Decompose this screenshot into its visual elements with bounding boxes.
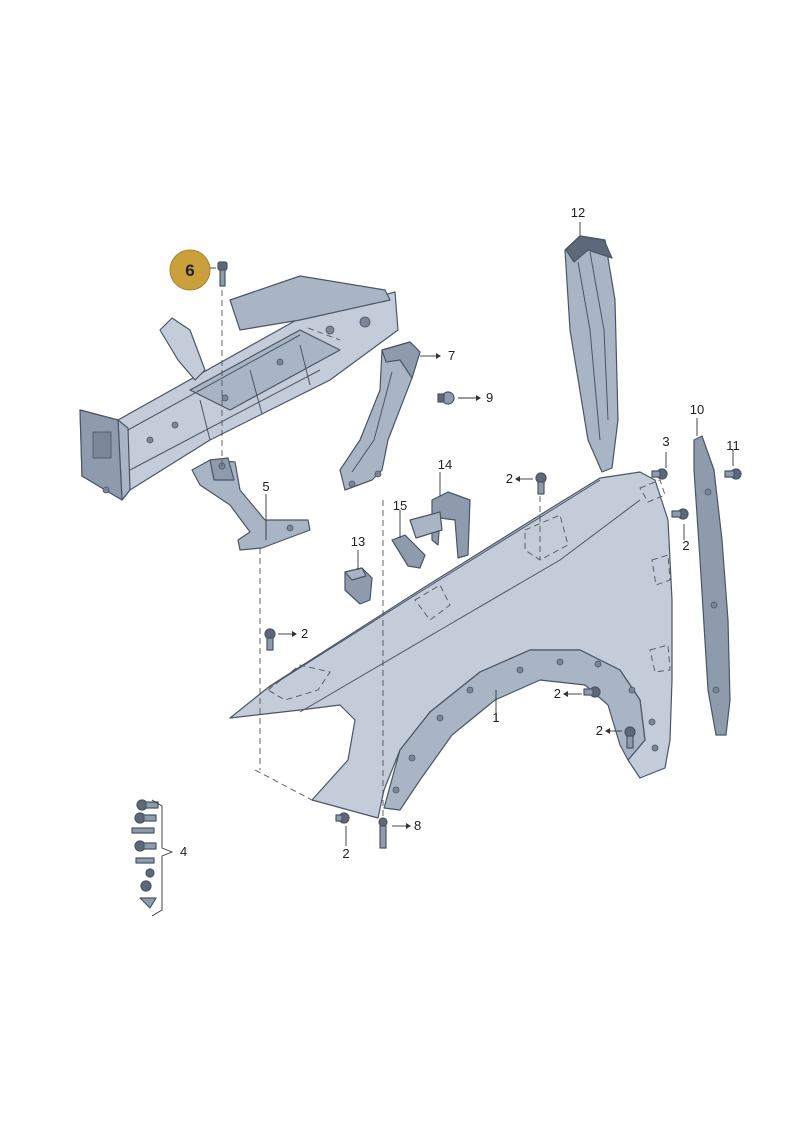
fastener-11	[724, 468, 742, 480]
fastener-8	[378, 817, 388, 849]
part-5-bracket	[191, 457, 311, 551]
callout-10[interactable]: 10	[690, 402, 704, 417]
callout-7[interactable]: 7	[448, 348, 455, 363]
callout-2-arch[interactable]: 2	[554, 686, 561, 701]
leader-lines	[265, 222, 734, 846]
callout-5[interactable]: 5	[262, 479, 269, 494]
fastener-2-left	[264, 628, 276, 651]
fastener-2-arch	[583, 686, 601, 698]
callout-4[interactable]: 4	[180, 844, 187, 859]
callout-2-left[interactable]: 2	[301, 626, 308, 641]
fastener-2-upper	[535, 472, 547, 495]
part-6-callout-badge[interactable]: 6	[169, 249, 216, 291]
callout-1[interactable]: 1	[492, 710, 499, 725]
part-15-clip	[391, 534, 426, 569]
callout-9[interactable]: 9	[486, 390, 493, 405]
callout-3[interactable]: 3	[662, 434, 669, 449]
callout-2-right[interactable]: 2	[682, 538, 689, 553]
callout-2-bottom[interactable]: 2	[342, 846, 349, 861]
fastener-2-lower-right	[624, 726, 636, 749]
part-7-bracket	[339, 341, 421, 491]
part-12-upper-seal	[564, 235, 619, 473]
callout-2-upper[interactable]: 2	[506, 471, 513, 486]
callout-12[interactable]: 12	[571, 205, 585, 220]
callout-15[interactable]: 15	[393, 498, 407, 513]
callout-labels: 12 10 11 3 2 7 9 14 2 5 15 13 2 2 2 1 8 …	[180, 205, 740, 861]
part-14-bracket	[409, 491, 471, 559]
front-body-frame	[79, 275, 399, 501]
part-13-clip	[344, 567, 373, 605]
callout-11[interactable]: 11	[726, 438, 740, 453]
callout-14[interactable]: 14	[438, 457, 452, 472]
assembly-lines	[221, 290, 541, 820]
fastener-2-right	[671, 508, 689, 520]
fastener-9	[437, 391, 455, 405]
fastener-2-bottom	[335, 812, 350, 824]
callout-2-lower-right[interactable]: 2	[596, 723, 603, 738]
part-4-fastener-set	[131, 799, 174, 917]
callout-8[interactable]: 8	[414, 818, 421, 833]
fastener-3	[651, 468, 668, 480]
callout-13[interactable]: 13	[351, 534, 365, 549]
fastener-6	[217, 261, 228, 287]
badge-label: 6	[185, 261, 194, 280]
part-10-side-seal	[693, 435, 731, 736]
